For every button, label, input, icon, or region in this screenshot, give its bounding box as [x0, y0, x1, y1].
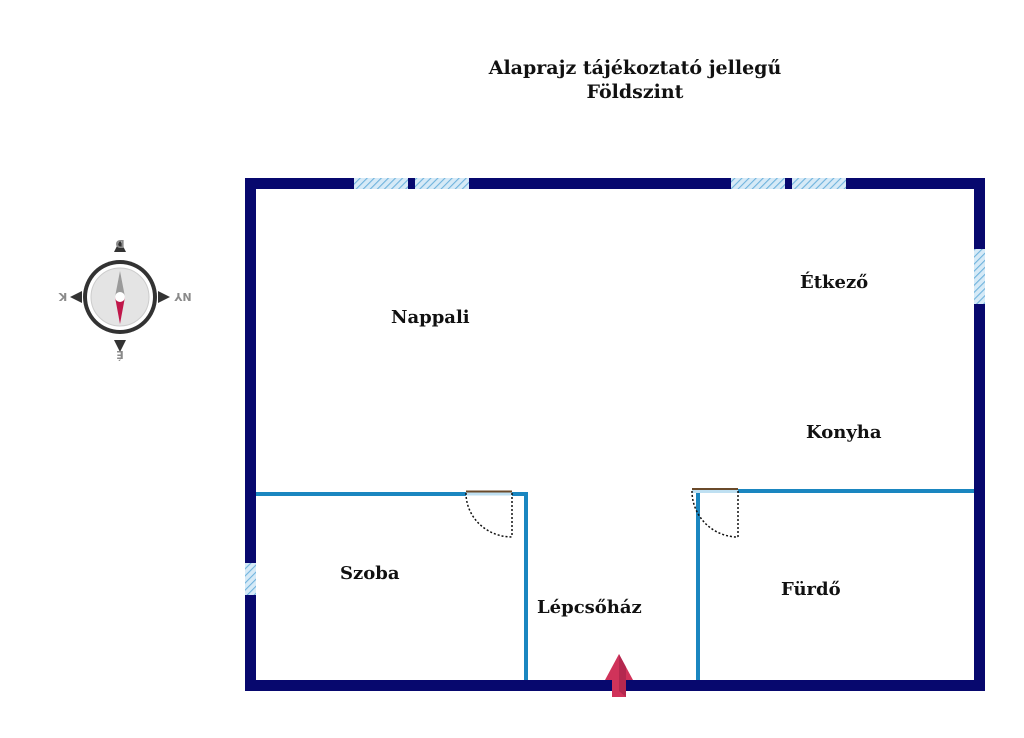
window-right — [974, 249, 985, 304]
plan-title-line1: Alaprajz tájékoztató jellegű — [488, 57, 782, 79]
compass-east-label: K — [58, 290, 67, 303]
window-top-1 — [354, 178, 408, 189]
plan-title: Alaprajz tájékoztató jellegű Földszint — [420, 56, 850, 104]
window-left — [245, 563, 256, 595]
room-label-etkezo: Étkező — [800, 270, 868, 293]
compass-south-label: D — [115, 237, 124, 250]
room-label-lepcsohaz: Lépcsőház — [537, 597, 642, 618]
room-label-nappali: Nappali — [391, 307, 470, 328]
compass-west-label: NY — [173, 290, 191, 303]
window-top-2 — [415, 178, 469, 189]
entrance-arrow-icon — [605, 654, 633, 697]
door-szoba — [465, 490, 513, 538]
room-label-furdo: Fürdő — [781, 579, 841, 600]
window-top-3 — [731, 178, 785, 189]
window-top-4 — [792, 178, 846, 189]
plan-title-line2: Földszint — [586, 81, 684, 103]
room-label-konyha: Konyha — [806, 422, 882, 443]
compass-rose-icon: D É K NY — [58, 237, 191, 361]
door-furdo — [691, 488, 739, 538]
room-label-szoba: Szoba — [340, 563, 400, 584]
compass-north-label: É — [116, 348, 124, 361]
